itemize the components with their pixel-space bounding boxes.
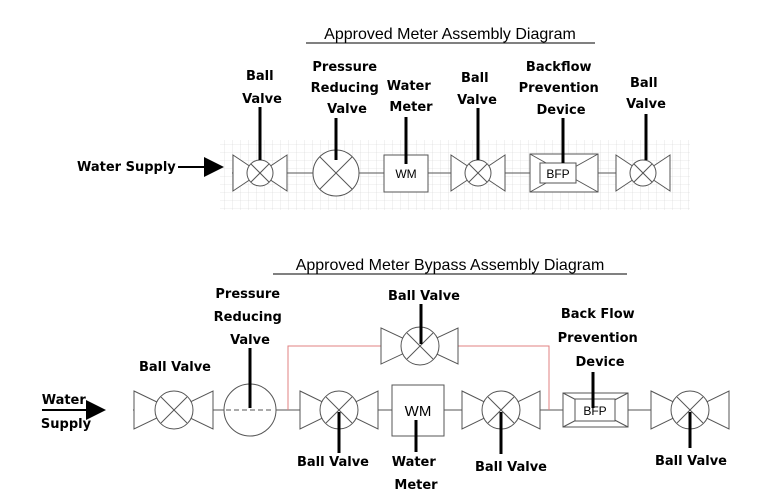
diagram2-label-ball-valve-2: Ball Valve [475,460,547,475]
diagram2-bfp-icon [562,392,629,428]
diagram1-ball-valve-1-icon [232,154,288,192]
diagram1-label-backflow: Backflow Prevention Device [519,60,604,118]
diagram1-label-water-supply: Water Supply [77,160,176,175]
diagram2-wm-text: WM [405,403,432,420]
diagram2-bypass-ball-valve-icon [380,326,459,366]
diagram2-bfp-text: BFP [583,404,606,418]
diagram2-label-ball-valve-left: Ball Valve [139,360,211,375]
diagram1-label-prv: Pressure Reducing Valve [311,60,384,117]
diagram2-ball-valve-left-icon [133,390,214,430]
diagram2-title: Approved Meter Bypass Assembly Diagram [296,257,605,274]
diagram2-label-backflow: Back Flow Prevention Device [558,307,643,370]
diagram2-label-water-supply: Water Supply [41,393,92,432]
diagram1-ball-valve-3-icon [615,154,671,192]
diagram1-wm-text: WM [395,167,416,181]
diagram1-bfp-text: BFP [546,167,569,181]
diagram1-label-ball-valve-2: Ball Valve [457,71,497,108]
diagram1-label-ball-valve-1: Ball Valve [242,69,282,107]
diagram2-label-prv: Pressure Reducing Valve [214,287,287,348]
diagram1-ball-valve-2-icon [450,154,506,192]
diagram1-label-ball-valve-3: Ball Valve [626,76,666,112]
diagram2-prv-icon [223,383,277,437]
diagram1-label-water-meter: Water Meter [387,79,436,115]
diagram2-label-bypass-ball-valve: Ball Valve [388,289,460,304]
diagram2-label-ball-valve-3: Ball Valve [655,454,727,469]
diagram2-ball-valve-2-icon [461,390,541,430]
diagram2-label-ball-valve-1: Ball Valve [297,455,369,470]
diagram2-bypass-line [287,345,381,410]
diagram2-label-water-meter: Water Meter [392,455,441,492]
diagram2-ball-valve-1-icon [299,390,379,430]
diagram1-title: Approved Meter Assembly Diagram [324,26,576,43]
diagram2-water-meter-box [391,384,445,437]
diagram2-bypass-line-right [458,345,550,410]
diagram2-ball-valve-3-icon [650,390,730,430]
